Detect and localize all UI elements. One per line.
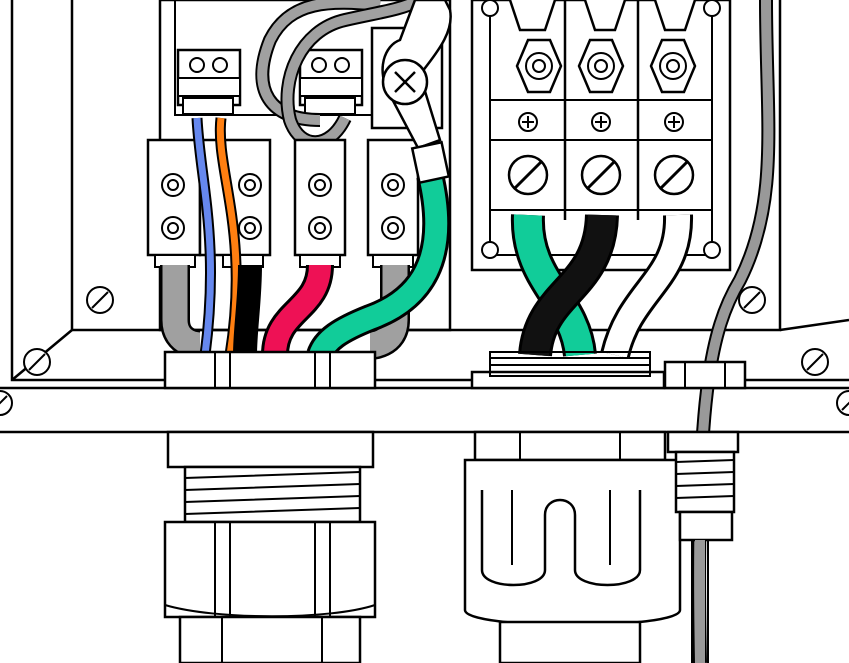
plus-marker-icon <box>518 112 538 132</box>
cable-gland-left <box>163 350 377 663</box>
slotted-screw-icon <box>507 154 549 196</box>
wires-right <box>510 0 776 663</box>
ring-terminal-icon <box>381 0 452 185</box>
cable-gland-small <box>663 360 747 663</box>
plus-marker-icon <box>591 112 611 132</box>
hex-nut-icon <box>308 216 332 240</box>
screw-head-icon <box>738 286 766 314</box>
hex-nut-icon <box>238 216 262 240</box>
screw-head-icon <box>86 286 114 314</box>
hex-nut-icon <box>381 216 405 240</box>
plus-marker-icon <box>664 112 684 132</box>
hex-nut-icon <box>238 173 262 197</box>
screw-head-icon <box>836 390 849 416</box>
slotted-screw-icon <box>653 154 695 196</box>
slotted-screw-icon <box>580 154 622 196</box>
conduit-fitting-right <box>463 351 682 663</box>
power-terminal-blocks-left <box>146 138 420 268</box>
hex-nut-icon <box>161 216 185 240</box>
wires-left <box>160 117 451 361</box>
hex-nut-icon <box>381 173 405 197</box>
control-terminal-blocks <box>176 48 364 115</box>
hex-nut-icon <box>649 38 697 94</box>
screw-head-icon <box>23 348 51 376</box>
hex-nut-icon <box>161 173 185 197</box>
screw-head-icon <box>0 390 13 416</box>
screw-head-icon <box>801 348 829 376</box>
hex-nut-icon <box>308 173 332 197</box>
hex-nut-icon <box>577 38 625 94</box>
hex-nut-icon <box>515 38 563 94</box>
